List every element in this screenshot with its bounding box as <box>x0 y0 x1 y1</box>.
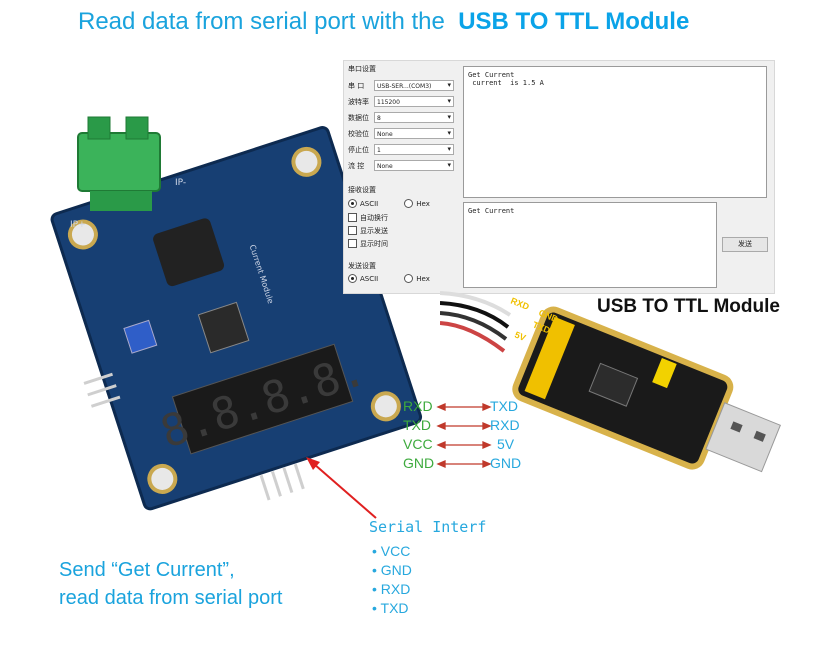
port-field-label: 串 口 <box>348 81 365 90</box>
send-hex-radio[interactable] <box>404 274 414 283</box>
auto-wrap-checkbox[interactable] <box>348 213 357 222</box>
show-send-checkbox[interactable] <box>348 226 357 235</box>
usb-module-chip <box>588 362 639 407</box>
jumper-cap <box>652 358 677 389</box>
port-field: 串 口 USB-SER...(COM3) <box>348 79 454 92</box>
mount-hole <box>67 219 98 250</box>
usb-module-header <box>524 316 575 400</box>
stopbits-select[interactable]: 1 <box>374 144 454 155</box>
usb-module-label: USB TO TTL Module <box>597 296 780 317</box>
list-item: RXD <box>372 580 412 599</box>
seven-segment-display <box>171 343 354 455</box>
pin-left: VCC <box>403 436 433 452</box>
terminal-label-ip-plus: IP+ <box>70 220 86 230</box>
pin-left: TXD <box>403 417 431 433</box>
current-sensor-chip <box>153 218 225 287</box>
usb-pin-rxd: RXD <box>509 296 531 313</box>
receive-settings-label: 接收设置 <box>348 186 376 194</box>
pin-right: TXD <box>490 398 518 414</box>
terminal-block <box>77 116 161 211</box>
pin-right: 5V <box>497 436 515 452</box>
usb-connector <box>705 402 781 473</box>
send-ascii-label: ASCII <box>360 274 379 283</box>
receive-hex-radio[interactable] <box>404 199 414 208</box>
parity-field-label: 校验位 <box>348 129 369 138</box>
stopbits-field-label: 停止位 <box>348 145 369 154</box>
terminal-label-ip-minus: IP- <box>175 178 186 188</box>
pin-right: RXD <box>490 417 520 433</box>
pointer-arrow <box>306 457 377 519</box>
list-item: GND <box>372 561 412 580</box>
baud-select[interactable]: 115200 <box>374 96 454 107</box>
jumper-wires <box>440 291 512 353</box>
title-highlight: USB TO TTL Module <box>458 8 690 35</box>
usb-ttl-module: RXD GND TXD 5V <box>440 291 781 473</box>
pin-right: GND <box>490 455 522 471</box>
baud-field-label: 波特率 <box>348 97 369 106</box>
send-note-line1: Send “Get Current”, <box>59 559 235 581</box>
pin-left: RXD <box>403 398 433 414</box>
send-settings-label: 发送设置 <box>348 262 376 270</box>
databits-select[interactable]: 8 <box>374 112 454 123</box>
send-mode-row: ASCII Hex <box>348 272 430 285</box>
title-prefix: Read data from serial port with the <box>78 8 445 35</box>
page-title: Read data from serial port with the USB … <box>78 8 689 36</box>
send-note: Send “Get Current”, read data from seria… <box>59 556 282 612</box>
receive-ascii-radio[interactable] <box>348 199 357 208</box>
option-show-send[interactable]: 显示发送 <box>348 224 388 237</box>
mcu-chip <box>197 301 250 354</box>
flow-select[interactable]: None <box>374 160 454 171</box>
mount-hole <box>147 463 178 494</box>
send-ascii-radio[interactable] <box>348 274 357 283</box>
receive-hex-label: Hex <box>416 199 430 208</box>
show-time-label: 显示时间 <box>360 239 388 248</box>
flow-field-label: 流 控 <box>348 161 365 170</box>
list-item: TXD <box>372 599 412 618</box>
serial-interface-title: Serial Interf <box>369 518 487 536</box>
show-send-label: 显示发送 <box>360 226 388 235</box>
receive-mode-row: ASCII Hex <box>348 197 430 210</box>
pin-left: GND <box>403 455 435 471</box>
list-item: VCC <box>372 542 412 561</box>
usb-pin-5v: 5V <box>513 330 527 343</box>
mount-hole <box>370 391 401 422</box>
receive-ascii-label: ASCII <box>360 199 379 208</box>
stopbits-field: 停止位 1 <box>348 143 454 156</box>
option-auto-wrap[interactable]: 自动换行 <box>348 211 388 224</box>
pin-map-arrows <box>436 403 492 468</box>
port-select[interactable]: USB-SER...(COM3) <box>374 80 454 91</box>
auto-wrap-label: 自动换行 <box>360 213 388 222</box>
flow-field: 流 控 None <box>348 159 454 172</box>
send-textarea[interactable]: Get Current <box>463 202 717 288</box>
send-note-line2: read data from serial port <box>59 587 283 609</box>
header-pins <box>83 372 305 501</box>
current-module-board: 8.8.8.8. Current Module IP+ IP- <box>50 116 423 511</box>
serial-interface-list: VCC GND RXD TXD <box>372 542 412 618</box>
databits-field-label: 数据位 <box>348 113 369 122</box>
potentiometer <box>123 319 158 354</box>
parity-field: 校验位 None <box>348 127 454 140</box>
parity-select[interactable]: None <box>374 128 454 139</box>
show-time-checkbox[interactable] <box>348 239 357 248</box>
receive-textarea[interactable]: Get Current current is 1.5 A <box>463 66 767 198</box>
baud-field: 波特率 115200 <box>348 95 454 108</box>
option-show-time[interactable]: 显示时间 <box>348 237 388 250</box>
send-button[interactable]: 发送 <box>722 237 768 252</box>
send-hex-label: Hex <box>416 274 430 283</box>
port-settings-label: 串口设置 <box>348 65 376 73</box>
mount-hole <box>291 146 322 177</box>
databits-field: 数据位 8 <box>348 111 454 124</box>
